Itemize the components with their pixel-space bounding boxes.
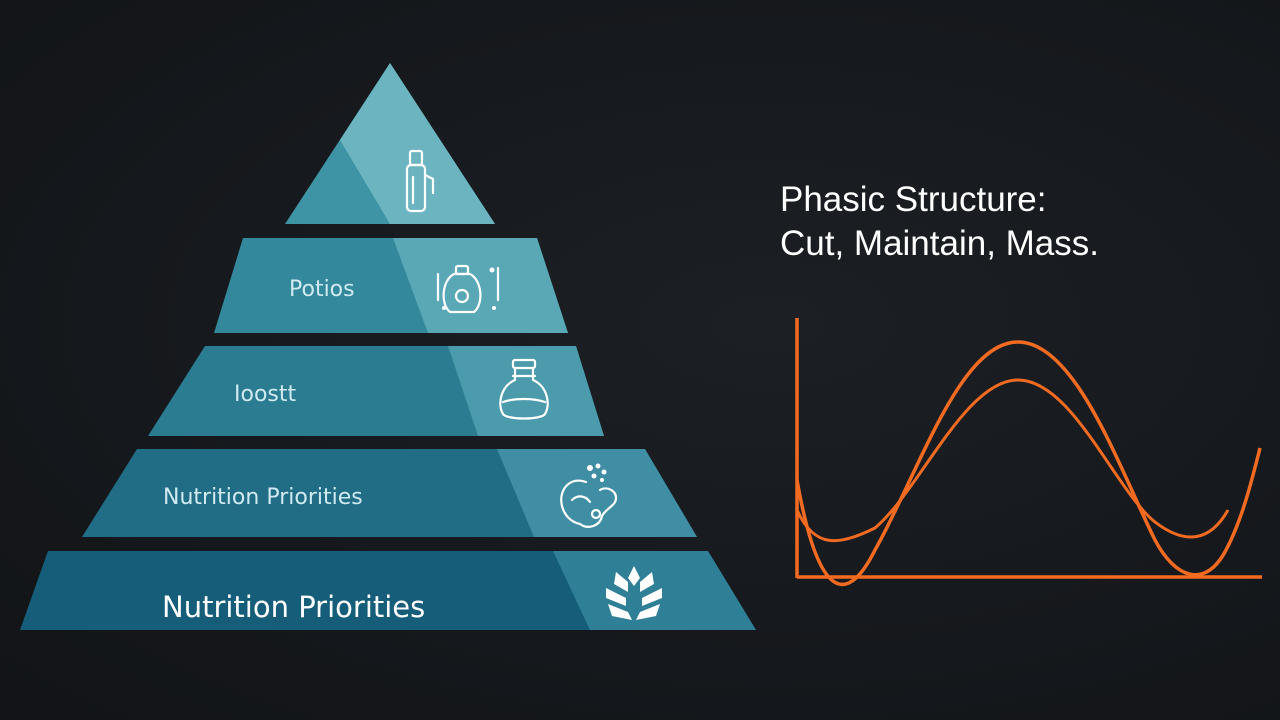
tier-1-right	[340, 63, 495, 224]
flask-icon	[499, 358, 549, 420]
tier-2-right	[393, 238, 568, 333]
tier-4-label: Nutrition Priorities	[163, 485, 363, 510]
chart-title-line-1: Phasic Structure:	[780, 180, 1047, 219]
pyramid-tier-5: Nutrition Priorities	[20, 551, 756, 630]
tier-2-label: Potios	[289, 277, 355, 302]
phase-curve-inner	[795, 378, 1230, 543]
pyramid-tier-4: Nutrition Priorities	[82, 449, 697, 537]
supplement-jar-icon	[436, 264, 500, 314]
tier-5-right	[553, 551, 756, 630]
bottle-icon	[405, 149, 435, 213]
food-bowl-icon	[560, 463, 618, 528]
phase-curve-outer	[795, 340, 1262, 587]
pyramid-tier-1	[285, 63, 495, 224]
tier-4-right	[497, 449, 697, 537]
pyramid-tier-2: Potios	[214, 238, 568, 333]
pyramid-tier-3: Ioostt	[148, 346, 604, 436]
tier-3-label: Ioostt	[234, 382, 296, 407]
phase-wave-chart	[795, 318, 1262, 587]
chart-title: Phasic Structure: Cut, Maintain, Mass.	[780, 178, 1200, 266]
nutrition-pyramid: Potios Ioostt	[20, 63, 756, 630]
chart-title-line-2: Cut, Maintain, Mass.	[780, 224, 1099, 263]
wheat-icon	[606, 566, 662, 620]
tier-3-right	[448, 346, 604, 436]
tier-5-label: Nutrition Priorities	[162, 590, 425, 624]
